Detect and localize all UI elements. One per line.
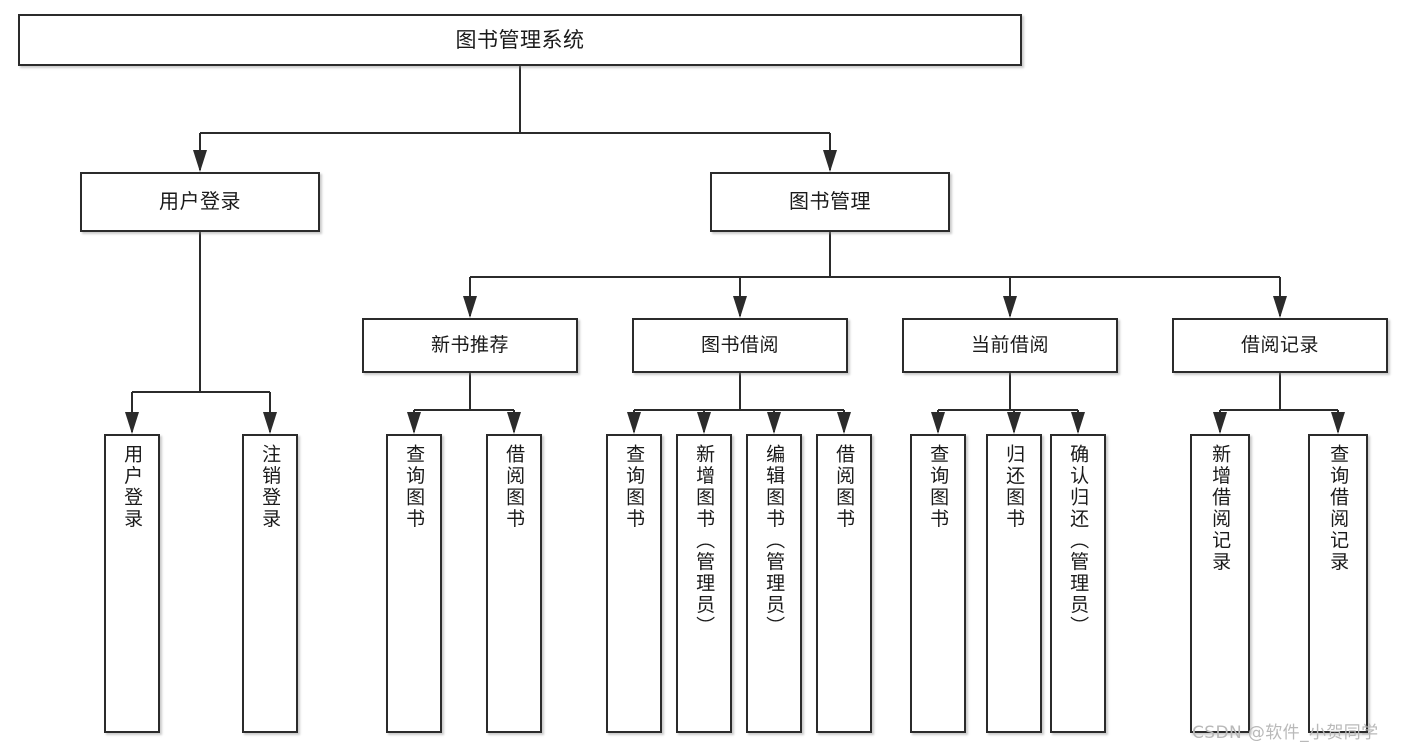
node-label: 新增图书（管理员） — [693, 444, 716, 638]
node-label: 图书管理系统 — [455, 27, 585, 52]
node-leaf-query-book-3[interactable]: 查询图书 — [910, 434, 966, 733]
node-label: 图书管理 — [789, 189, 871, 214]
node-label: 查询借阅记录 — [1327, 444, 1350, 573]
node-label: 借阅图书 — [833, 444, 856, 530]
node-label: 图书借阅 — [700, 334, 779, 357]
node-leaf-edit-book[interactable]: 编辑图书（管理员） — [746, 434, 802, 733]
csdn-watermark: CSDN @软件_小贺同学 — [1192, 723, 1379, 743]
node-leaf-add-record[interactable]: 新增借阅记录 — [1190, 434, 1250, 733]
node-leaf-borrow-book-1[interactable]: 借阅图书 — [486, 434, 542, 733]
node-label: 新增借阅记录 — [1209, 444, 1232, 573]
node-label: 当前借阅 — [970, 334, 1049, 357]
node-leaf-add-book[interactable]: 新增图书（管理员） — [676, 434, 732, 733]
node-leaf-query-record[interactable]: 查询借阅记录 — [1308, 434, 1368, 733]
node-label: 编辑图书（管理员） — [763, 444, 786, 638]
node-label: 注销登录 — [259, 444, 282, 530]
node-label: 用户登录 — [159, 189, 241, 214]
node-leaf-user-logout[interactable]: 注销登录 — [242, 434, 298, 733]
node-leaf-confirm-return[interactable]: 确认归还（管理员） — [1050, 434, 1106, 733]
node-leaf-query-book-2[interactable]: 查询图书 — [606, 434, 662, 733]
node-borrow-record[interactable]: 借阅记录 — [1172, 318, 1388, 373]
node-label: 确认归还（管理员） — [1067, 444, 1090, 638]
node-new-book-rec[interactable]: 新书推荐 — [362, 318, 578, 373]
node-book-borrow[interactable]: 图书借阅 — [632, 318, 848, 373]
node-label: 新书推荐 — [430, 334, 509, 357]
node-label: 查询图书 — [403, 444, 426, 530]
node-book-manage[interactable]: 图书管理 — [710, 172, 950, 232]
node-leaf-user-login[interactable]: 用户登录 — [104, 434, 160, 733]
node-label: 查询图书 — [927, 444, 950, 530]
node-label: 借阅图书 — [503, 444, 526, 530]
node-leaf-return-book[interactable]: 归还图书 — [986, 434, 1042, 733]
node-current-borrow[interactable]: 当前借阅 — [902, 318, 1118, 373]
node-user-login[interactable]: 用户登录 — [80, 172, 320, 232]
node-label: 归还图书 — [1003, 444, 1026, 530]
node-root[interactable]: 图书管理系统 — [18, 14, 1022, 66]
node-label: 查询图书 — [623, 444, 646, 530]
node-leaf-query-book-1[interactable]: 查询图书 — [386, 434, 442, 733]
node-label: 用户登录 — [121, 444, 144, 530]
node-leaf-borrow-book-2[interactable]: 借阅图书 — [816, 434, 872, 733]
node-label: 借阅记录 — [1240, 334, 1319, 357]
